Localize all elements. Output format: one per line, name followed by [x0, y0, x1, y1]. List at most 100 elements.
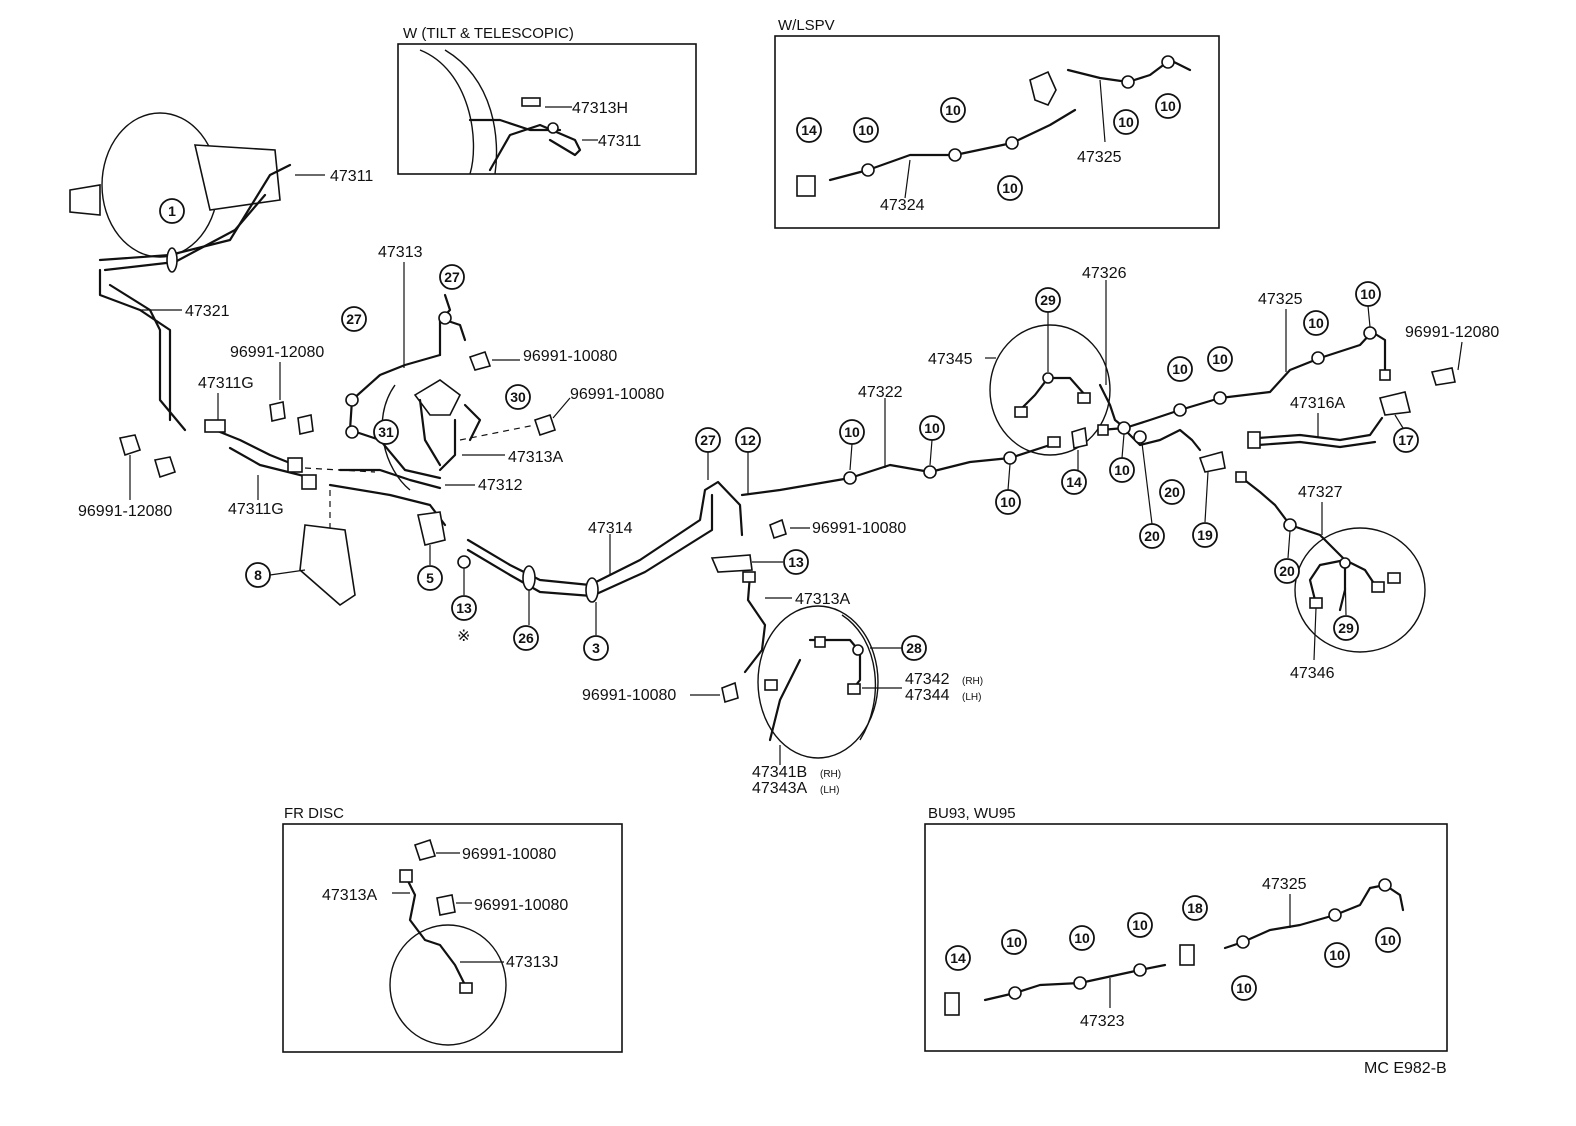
label-96991-10080-d: 96991-10080	[582, 687, 676, 704]
label-47312: 47312	[478, 477, 523, 494]
callout-20-b: 20	[1144, 528, 1160, 544]
callout-31: 31	[378, 424, 394, 440]
label-96991-12080-a: 96991-12080	[230, 344, 324, 361]
center-left-pipes: 47313 96991-10080 96991-10080 47313A 473…	[304, 244, 664, 540]
inset-lspv-title: W/LSPV	[778, 17, 835, 34]
label-47324: 47324	[880, 197, 925, 214]
label-47313J: 47313J	[506, 954, 559, 971]
label-96991-12080-b: 96991-12080	[78, 503, 172, 520]
label-47344-lh: (LH)	[962, 692, 981, 703]
inset-frdisc-frame	[282, 823, 623, 1053]
callout-17: 17	[1398, 432, 1414, 448]
callout-13-b: 13	[788, 554, 804, 570]
inset-bu93-frame	[924, 823, 1448, 1052]
label-96991-10080-b: 96991-10080	[570, 386, 664, 403]
label-47322: 47322	[858, 384, 903, 401]
callout-13-a: 13	[456, 600, 472, 616]
inset-frdisc-title: FR DISC	[284, 805, 344, 822]
callout-10-f: 10	[1308, 315, 1324, 331]
callout-10-bu93-c: 10	[1132, 917, 1148, 933]
label-47342-rh: (RH)	[962, 676, 983, 687]
label-47342: 47342	[905, 671, 950, 688]
label-47313A-b: 47313A	[795, 591, 850, 608]
inset-lspv: W/LSPV 47325 47324 14 10 10 10 10 10	[774, 17, 1220, 229]
callout-10-lspv-d: 10	[1118, 114, 1134, 130]
callout-28: 28	[906, 640, 922, 656]
label-47311: 47311	[330, 168, 373, 185]
callout-10-h: 10	[1114, 462, 1130, 478]
callout-30: 30	[510, 389, 526, 405]
label-96991-10080-a: 96991-10080	[523, 348, 617, 365]
callout-29-b: 29	[1338, 620, 1354, 636]
label-47311G-a: 47311G	[198, 375, 254, 392]
label-47341B: 47341B	[752, 764, 807, 781]
label-47314: 47314	[588, 520, 633, 537]
callout-10-bu93-a: 10	[1006, 934, 1022, 950]
callout-20-a: 20	[1164, 484, 1180, 500]
callout-27-c: 27	[700, 432, 716, 448]
label-47316A: 47316A	[1290, 395, 1345, 412]
label-47345: 47345	[928, 351, 973, 368]
callout-8: 8	[254, 567, 262, 583]
label-asterisk: ※	[457, 628, 470, 645]
front-drum-center: 27 12 96991-10080 13 47313A 28 47342 (RH…	[582, 427, 983, 797]
callout-10-bu93-d: 10	[1236, 980, 1252, 996]
label-96991-10080-c: 96991-10080	[812, 520, 906, 537]
inset-bu93-title: BU93, WU95	[928, 805, 1016, 822]
master-cylinder-group: 47311 47321 1	[69, 112, 373, 432]
callout-14-lspv: 14	[801, 122, 817, 138]
callout-10-bu93-e: 10	[1329, 947, 1345, 963]
callout-12: 12	[740, 432, 756, 448]
callout-1: 1	[168, 203, 176, 219]
diagram-code: MC E982-B	[1364, 1060, 1447, 1077]
callout-10-bu93-b: 10	[1074, 930, 1090, 946]
callout-14: 14	[1066, 474, 1082, 490]
rear-far-right: 96991-12080 47316A 17 47327 20 29 47346	[1235, 324, 1499, 682]
callout-18-bu93: 18	[1187, 900, 1203, 916]
inset-tilt-telescopic: W (TILT & TELESCOPIC) 47313H 47311	[397, 25, 697, 175]
label-96991-12080-c: 96991-12080	[1405, 324, 1499, 341]
label-47311-tilt: 47311	[598, 133, 641, 150]
label-96991-10080-fr-a: 96991-10080	[462, 846, 556, 863]
inset-tilt-frame	[397, 43, 697, 175]
inset-bu93-wu95: BU93, WU95 47325 47323 14 10 10 10 18 10…	[924, 805, 1448, 1052]
inset-tilt-title: W (TILT & TELESCOPIC)	[403, 25, 574, 42]
label-47313H: 47313H	[572, 100, 628, 117]
callout-10-a: 10	[844, 424, 860, 440]
inset-fr-disc: FR DISC 96991-10080 47313A 96991-10080 4…	[282, 805, 623, 1053]
callout-29-a: 29	[1040, 292, 1056, 308]
label-47313A-fr: 47313A	[322, 887, 377, 904]
bu93-callouts: 14 10 10 10 18 10 10 10	[945, 895, 1401, 1001]
callout-10-d: 10	[1172, 361, 1188, 377]
left-flex-hoses: 96991-12080 96991-12080 47311G 47311G	[78, 344, 324, 520]
label-47325-lspv: 47325	[1077, 149, 1122, 166]
callout-10-lspv-a: 10	[858, 122, 874, 138]
label-47327: 47327	[1298, 484, 1343, 501]
rear-right-pipes: 47326 47325 10 10 10 10 10 20 20 19	[1082, 265, 1391, 549]
callout-27-a: 27	[444, 269, 460, 285]
callout-26: 26	[518, 630, 534, 646]
label-47325: 47325	[1258, 291, 1303, 308]
callout-10-lspv-e: 10	[1160, 98, 1176, 114]
callout-10-g: 10	[1360, 286, 1376, 302]
callout-10-lspv-b: 10	[945, 102, 961, 118]
label-47343A-lh: (LH)	[820, 785, 839, 796]
label-47346: 47346	[1290, 665, 1335, 682]
callout-19: 19	[1197, 527, 1213, 543]
label-47326: 47326	[1082, 265, 1127, 282]
label-47313: 47313	[378, 244, 423, 261]
callout-27-b: 27	[346, 311, 362, 327]
rear-left-drum: 29 47345 14	[928, 287, 1111, 495]
lspv-callouts: 14 10 10 10 10 10	[796, 93, 1181, 201]
pipe-47314-run: 47314 13 ※ 26 3	[451, 480, 744, 661]
callout-3: 3	[592, 640, 600, 656]
label-47344: 47344	[905, 687, 950, 704]
callout-10-b: 10	[924, 420, 940, 436]
brackets-left: 8 5	[245, 511, 446, 607]
callout-10-bu93-f: 10	[1380, 932, 1396, 948]
label-47321: 47321	[185, 303, 230, 320]
label-47323: 47323	[1080, 1013, 1125, 1030]
label-47343A: 47343A	[752, 780, 807, 797]
label-47311G-b: 47311G	[228, 501, 284, 518]
